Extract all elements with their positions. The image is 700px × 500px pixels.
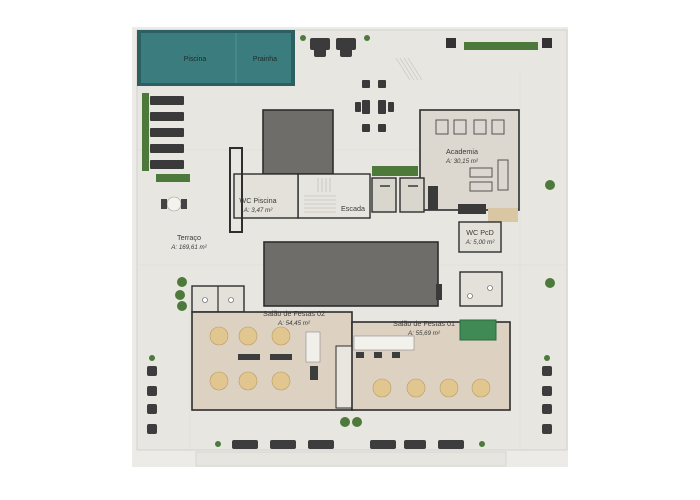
wc-pool-area: A: 3,47 m² [243,207,273,214]
wc-pcd-area: A: 5,00 m² [465,239,495,246]
pool: Piscina Prainha [137,30,295,86]
lobby-planter [372,166,418,176]
left-perimeter-chairs [147,355,157,434]
wc-pcd-name: WC PcD [466,228,494,237]
central-core [263,241,442,307]
deck-strips [395,57,423,81]
kids-pool-label: Prainha [253,56,277,63]
wc-pcd-room: WC PcD A: 5,00 m² [458,221,502,253]
terrace-round-table [161,196,187,212]
party-02-name: Salão de Festas 02 [263,309,325,318]
party-01-name: Salão de Festas 01 [393,319,455,328]
pool-label: Piscina [184,56,207,63]
sun-loungers [150,96,184,169]
terrace-area: A: 169,61 m² [170,244,207,251]
lounge-chairs [300,35,370,57]
party-02-area: A: 54,45 m² [277,320,311,327]
terrace-name: Terraço [177,233,201,242]
elevator-shafts [371,177,425,213]
pool-side-planters [142,93,190,182]
side-planters [175,180,555,427]
party-02-restrooms [191,285,245,313]
party-hall-01: Salão de Festas 01 A: 55,69 m² [351,319,511,411]
right-perimeter-chairs [542,355,552,434]
stairs-name: Escada [341,204,365,213]
stairs: Escada [297,173,371,219]
party-01-area: A: 55,69 m² [407,330,441,337]
top-right-planters [446,38,552,50]
wc-pool-name: WC Piscina [239,196,276,205]
outdoor-dining-set [355,80,394,132]
gym-name: Academia [446,147,478,156]
elevator-core [262,109,334,175]
gym-service-block [428,186,518,222]
party-hall-02: Salão de Festas 02 A: 54,45 m² [191,309,353,411]
bottom-perimeter-seating [215,440,485,449]
gym-area: A: 30,15 m² [445,158,479,165]
party-01-restroom [459,271,503,307]
wc-pool-room: WC Piscina A: 3,47 m² [229,147,299,233]
